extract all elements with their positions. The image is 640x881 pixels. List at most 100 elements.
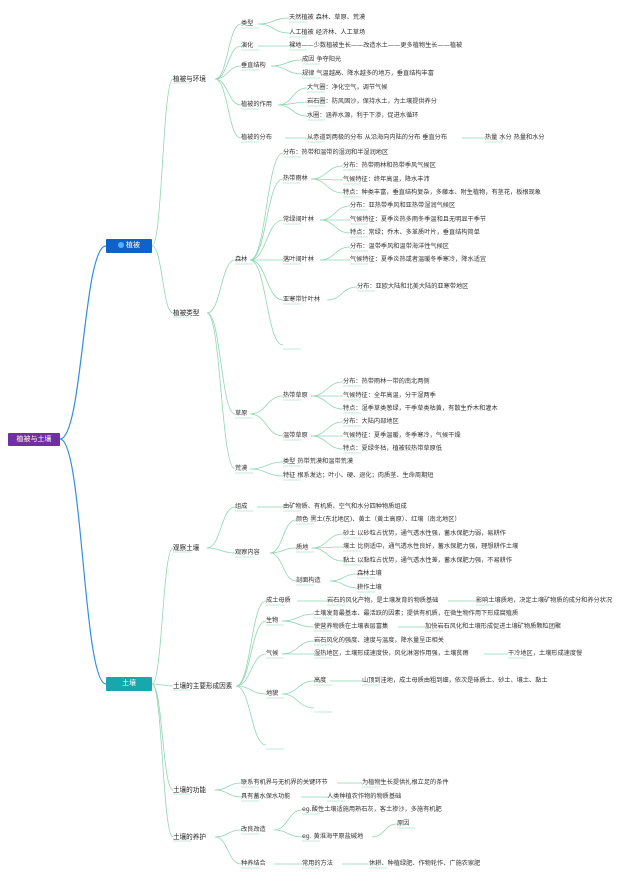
leaf-parent: 岩石的风化产物，是土壤发育的物质基础 (327, 597, 439, 604)
node-veg-env[interactable]: 植被与环境 (173, 75, 206, 83)
node-improve[interactable]: 改良改造 (241, 826, 266, 833)
connector-line (273, 829, 303, 838)
node-veg-dist[interactable]: 植被的分布 (241, 134, 272, 141)
connector-line (311, 547, 344, 562)
connector-line (249, 395, 284, 415)
node-biology[interactable]: 生物 (266, 617, 279, 624)
connector-line (206, 547, 236, 554)
connector-line (319, 205, 351, 221)
node-soil-function[interactable]: 土壤的功能 (173, 786, 206, 794)
connector-line (151, 683, 174, 838)
leaf-rain-3: 特点：种类丰富，垂直结构复杂，多藤本、附生植物，有茎花，板根现象 (343, 189, 541, 196)
node-composition[interactable]: 组成 (235, 503, 248, 510)
vegetation-node[interactable]: 植被 (106, 239, 152, 253)
connector-line (214, 78, 242, 106)
leaf-improve-tail: 原因 (397, 820, 410, 827)
node-texture[interactable]: 质地 (296, 544, 309, 551)
leaf-evolution: 裸地——少数植被生长——改造水土——更多植物生长——植被 (289, 42, 463, 49)
connector-line (329, 580, 358, 589)
node-vertical-structure[interactable]: 垂直结构 (241, 62, 266, 69)
node-evolution[interactable]: 演化 (241, 42, 254, 49)
leaf-conif-1: 分布：亚欧大陆和北美大陆的亚寒带地区 (357, 283, 469, 290)
node-forest[interactable]: 森林 (235, 256, 248, 263)
connector-line (206, 312, 236, 470)
connector-line (371, 823, 398, 838)
connector-line (235, 653, 267, 687)
node-profile[interactable]: 剖面构造 (296, 577, 321, 584)
soil-node[interactable]: 土壤 (106, 677, 152, 691)
connector-line (206, 506, 236, 549)
leaf-vert-1: 成因 争夺阳光 (302, 56, 342, 63)
connector-line (249, 461, 284, 470)
leaf-ever-2: 气候特征：夏季炎热多雨冬季温和且无明显干季节 (350, 216, 487, 223)
connector-line (214, 78, 242, 139)
node-soil-care[interactable]: 土壤的养护 (173, 833, 206, 841)
connector-line (281, 693, 315, 709)
connector-line (235, 600, 267, 687)
leaf-trop-1: 分布：热带雨林一带的南北两侧 (343, 378, 430, 385)
node-obs-content[interactable]: 观察内容 (235, 549, 260, 556)
connector-line (310, 395, 344, 410)
root-node[interactable]: 植被与土壤 (8, 433, 60, 446)
connector-line (214, 45, 242, 80)
leaf-mix: 常用的方法 (302, 860, 333, 867)
node-veg-role[interactable]: 植被的作用 (241, 101, 272, 108)
connector-line (281, 640, 315, 655)
leaf-role-1: 大气圈：净化空气，调节气候 (307, 84, 388, 91)
node-parent-material[interactable]: 成土母质 (266, 597, 291, 604)
leaf-profile-1: 森林土壤 (357, 570, 382, 577)
node-rainforest[interactable]: 热带雨林 (283, 175, 308, 182)
connector-line (206, 259, 236, 314)
node-deciduous[interactable]: 落叶阔叶林 (283, 256, 314, 263)
leaf-climate-1: 岩石风化的强度、速度与温度，降水量呈正相关 (314, 637, 444, 644)
leaf-bio-tail: 加快岩石风化和土壤形成促进土壤矿物质颗粒团聚 (425, 623, 562, 630)
node-climate[interactable]: 气候 (266, 650, 279, 657)
leaf-role-3: 水圈：涵养水源，利于下渗，促进水循环 (307, 112, 419, 119)
node-terrain[interactable]: 地貌 (266, 690, 279, 697)
leaf-improve-2: eg. 黄淮海平原盐碱地 (302, 833, 364, 840)
leaf-trop-2: 气候特征：全年高温，分干湿两季 (343, 392, 436, 399)
node-soil-factors[interactable]: 土壤的主要形成因素 (173, 682, 233, 690)
connector-line (151, 245, 174, 314)
connector-line (214, 829, 242, 838)
node-trop-grass[interactable]: 热带草原 (283, 392, 308, 399)
leaf-decid-1: 分布：温带季风和温带海洋性气候区 (350, 243, 449, 250)
connector-line (235, 620, 267, 687)
leaf-type-1: 天然植被 森林、草原、荒漠 (289, 14, 366, 21)
soil-label: 土壤 (122, 679, 136, 687)
connector-line (214, 789, 242, 798)
leaf-temp-3: 特点：夏绿冬枯，植被较热带草原低 (343, 445, 442, 452)
leaf-ever-1: 分布：亚热带季风和亚热带湿润气候区 (350, 202, 456, 209)
node-desert[interactable]: 荒漠 (235, 465, 248, 472)
connector-line (269, 552, 297, 582)
connector-line (319, 246, 351, 261)
connector-line (326, 286, 358, 301)
node-conifer[interactable]: 亚寒带针叶林 (283, 296, 321, 303)
connector-line (249, 152, 284, 261)
node-temp-grass[interactable]: 温带草原 (283, 432, 308, 439)
leaf-func-tail-1: 为植物生长提供扎根立足的条件 (362, 779, 449, 786)
node-altitude[interactable]: 高度 (314, 677, 327, 684)
connector-line (151, 547, 174, 685)
connector-line (151, 683, 174, 791)
node-type[interactable]: 类型 (241, 20, 254, 27)
connector-line (214, 65, 242, 80)
node-mixed-farming[interactable]: 种养结合 (241, 860, 266, 867)
node-obs-soil[interactable]: 观察土壤 (173, 544, 200, 552)
connector-line (310, 165, 344, 180)
connector-line (214, 23, 242, 80)
connector-line (270, 59, 303, 67)
leaf-decid-2: 气候特征：夏季炎热或者温暖冬季寒冷，降水适宜 (350, 256, 487, 263)
node-grassland[interactable]: 草原 (235, 410, 248, 417)
connector-line (310, 381, 344, 397)
connector-line (249, 259, 284, 301)
leaf-type-2: 人工植被 经济林、人工草场 (289, 29, 366, 36)
node-veg-kinds[interactable]: 植被类型 (173, 309, 200, 317)
leaf-vert-2: 规律 气温越高、降水越多的地方，垂直结构丰富 (302, 70, 434, 77)
leaf-func-2: 具有蓄水保水功能 (241, 793, 291, 800)
node-evergreen[interactable]: 常绿阔叶林 (283, 216, 314, 223)
connector-line (151, 683, 174, 687)
root-label: 植被与土壤 (16, 435, 52, 443)
leaf-ever-3: 特点：常绿；乔木、多革质叶片，垂直结构简单 (350, 229, 480, 236)
